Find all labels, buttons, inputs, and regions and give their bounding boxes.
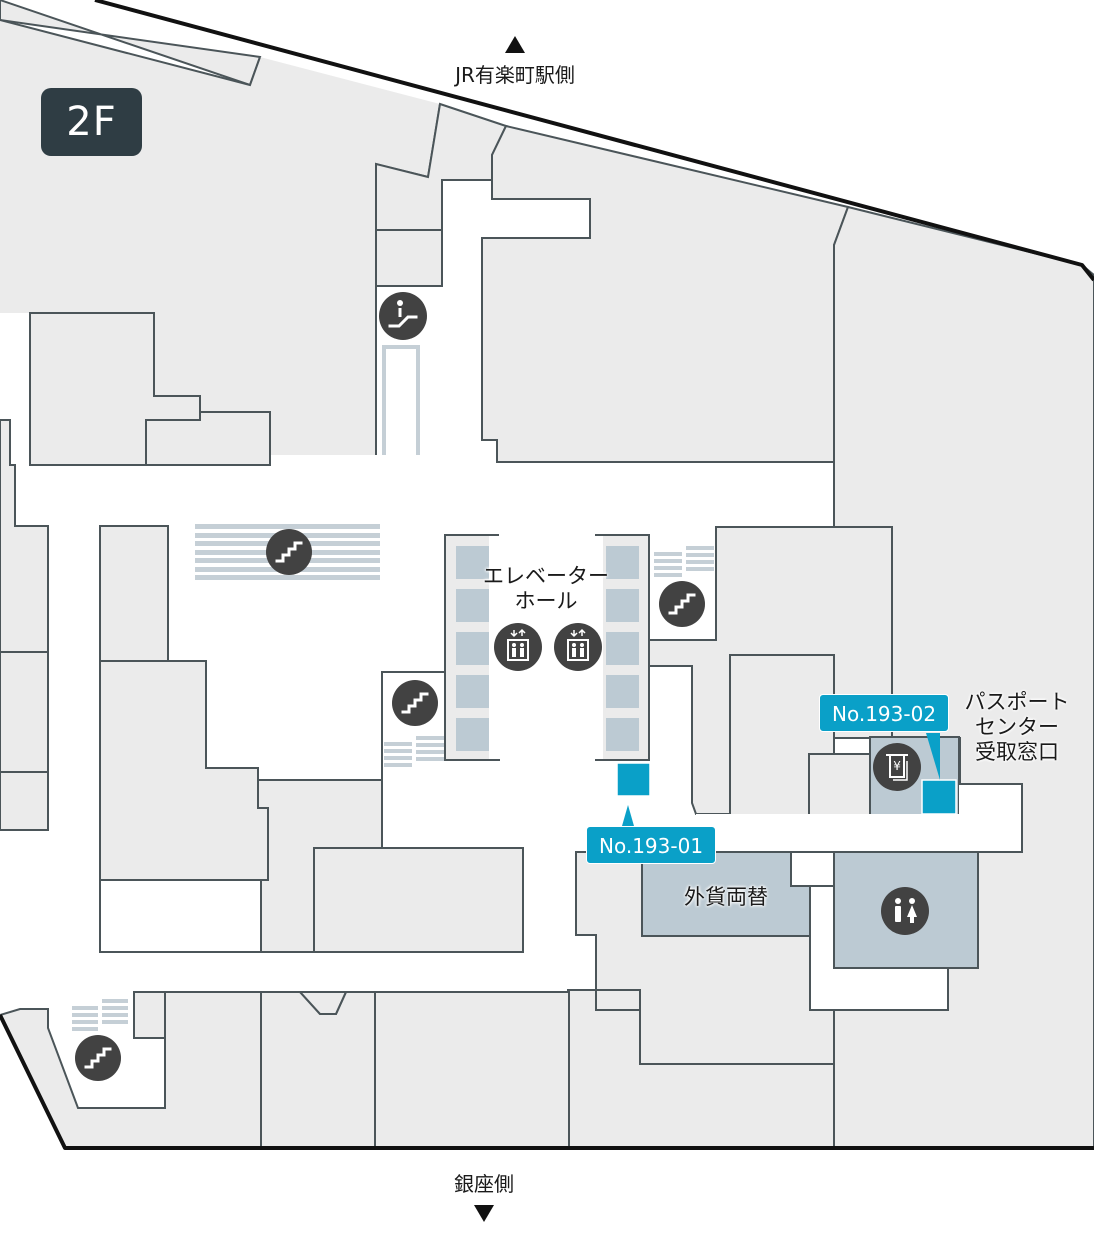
escalator-icon — [379, 292, 427, 340]
marker-tag-193-01[interactable]: No.193-01 — [586, 826, 717, 864]
restroom-icon — [881, 887, 929, 935]
escalator-rail — [382, 345, 420, 455]
stairs-icon — [659, 581, 705, 627]
direction-south: 銀座側 — [434, 1168, 534, 1222]
passport-center-line3: 受取窓口 — [975, 740, 1059, 764]
arrow-down-icon — [474, 1205, 494, 1222]
store-c3 — [808, 753, 871, 816]
currency-exchange-room — [641, 851, 811, 937]
passport-center-line2: センター — [975, 715, 1059, 739]
passport-center-line1: パスポート — [964, 690, 1070, 714]
marker-193-01-location[interactable] — [616, 762, 651, 797]
marker-tag-193-02[interactable]: No.193-02 — [819, 694, 950, 732]
store-e1-small — [133, 991, 166, 1039]
marker-193-02-pointer — [926, 733, 940, 780]
small-space — [790, 851, 835, 887]
currency-machine-icon: ¥ — [873, 743, 921, 791]
svg-text:¥: ¥ — [893, 759, 901, 773]
elevator-icon — [554, 623, 602, 671]
passport-center-label: パスポート センター 受取窓口 — [955, 690, 1079, 765]
stairs-icon — [75, 1035, 121, 1081]
store-e3 — [374, 991, 570, 1149]
store-e2 — [260, 991, 376, 1149]
store-d2 — [575, 851, 835, 1065]
arrow-up-icon — [505, 36, 525, 53]
elevator-hall-label: エレベーター ホール — [470, 564, 622, 614]
store-kiosk-2 — [375, 229, 443, 287]
elevator-doors — [456, 546, 639, 751]
store-left-2 — [0, 651, 49, 773]
building-outline-bottom — [0, 1014, 1094, 1150]
marker-193-01-pointer — [622, 805, 634, 826]
stairs-icon — [392, 680, 438, 726]
marker-193-02-location[interactable] — [921, 779, 957, 815]
store-b3 — [99, 879, 262, 953]
floor-badge: 2F — [41, 88, 142, 156]
store-a2 — [145, 411, 271, 466]
currency-exchange-label: 外貨両替 — [684, 885, 768, 909]
elevator-hall-line1: エレベーター — [483, 564, 609, 588]
direction-south-label: 銀座側 — [454, 1172, 514, 1196]
elevator-icon — [494, 623, 542, 671]
corridor-right — [696, 784, 1022, 852]
stairs-right-of-elevator — [654, 546, 714, 577]
stairs-left-of-elevator — [384, 736, 444, 767]
elevator-hall-line2: ホール — [514, 589, 578, 613]
stairs-bottom-left — [72, 999, 128, 1031]
store-left-3 — [0, 771, 49, 831]
building-outline-top — [94, 0, 1094, 282]
stairs-icon — [266, 529, 312, 575]
direction-north-label: JR有楽町駅側 — [455, 63, 575, 87]
store-b1 — [99, 525, 169, 662]
store-b5 — [313, 847, 524, 953]
direction-north: JR有楽町駅側 — [440, 36, 590, 88]
